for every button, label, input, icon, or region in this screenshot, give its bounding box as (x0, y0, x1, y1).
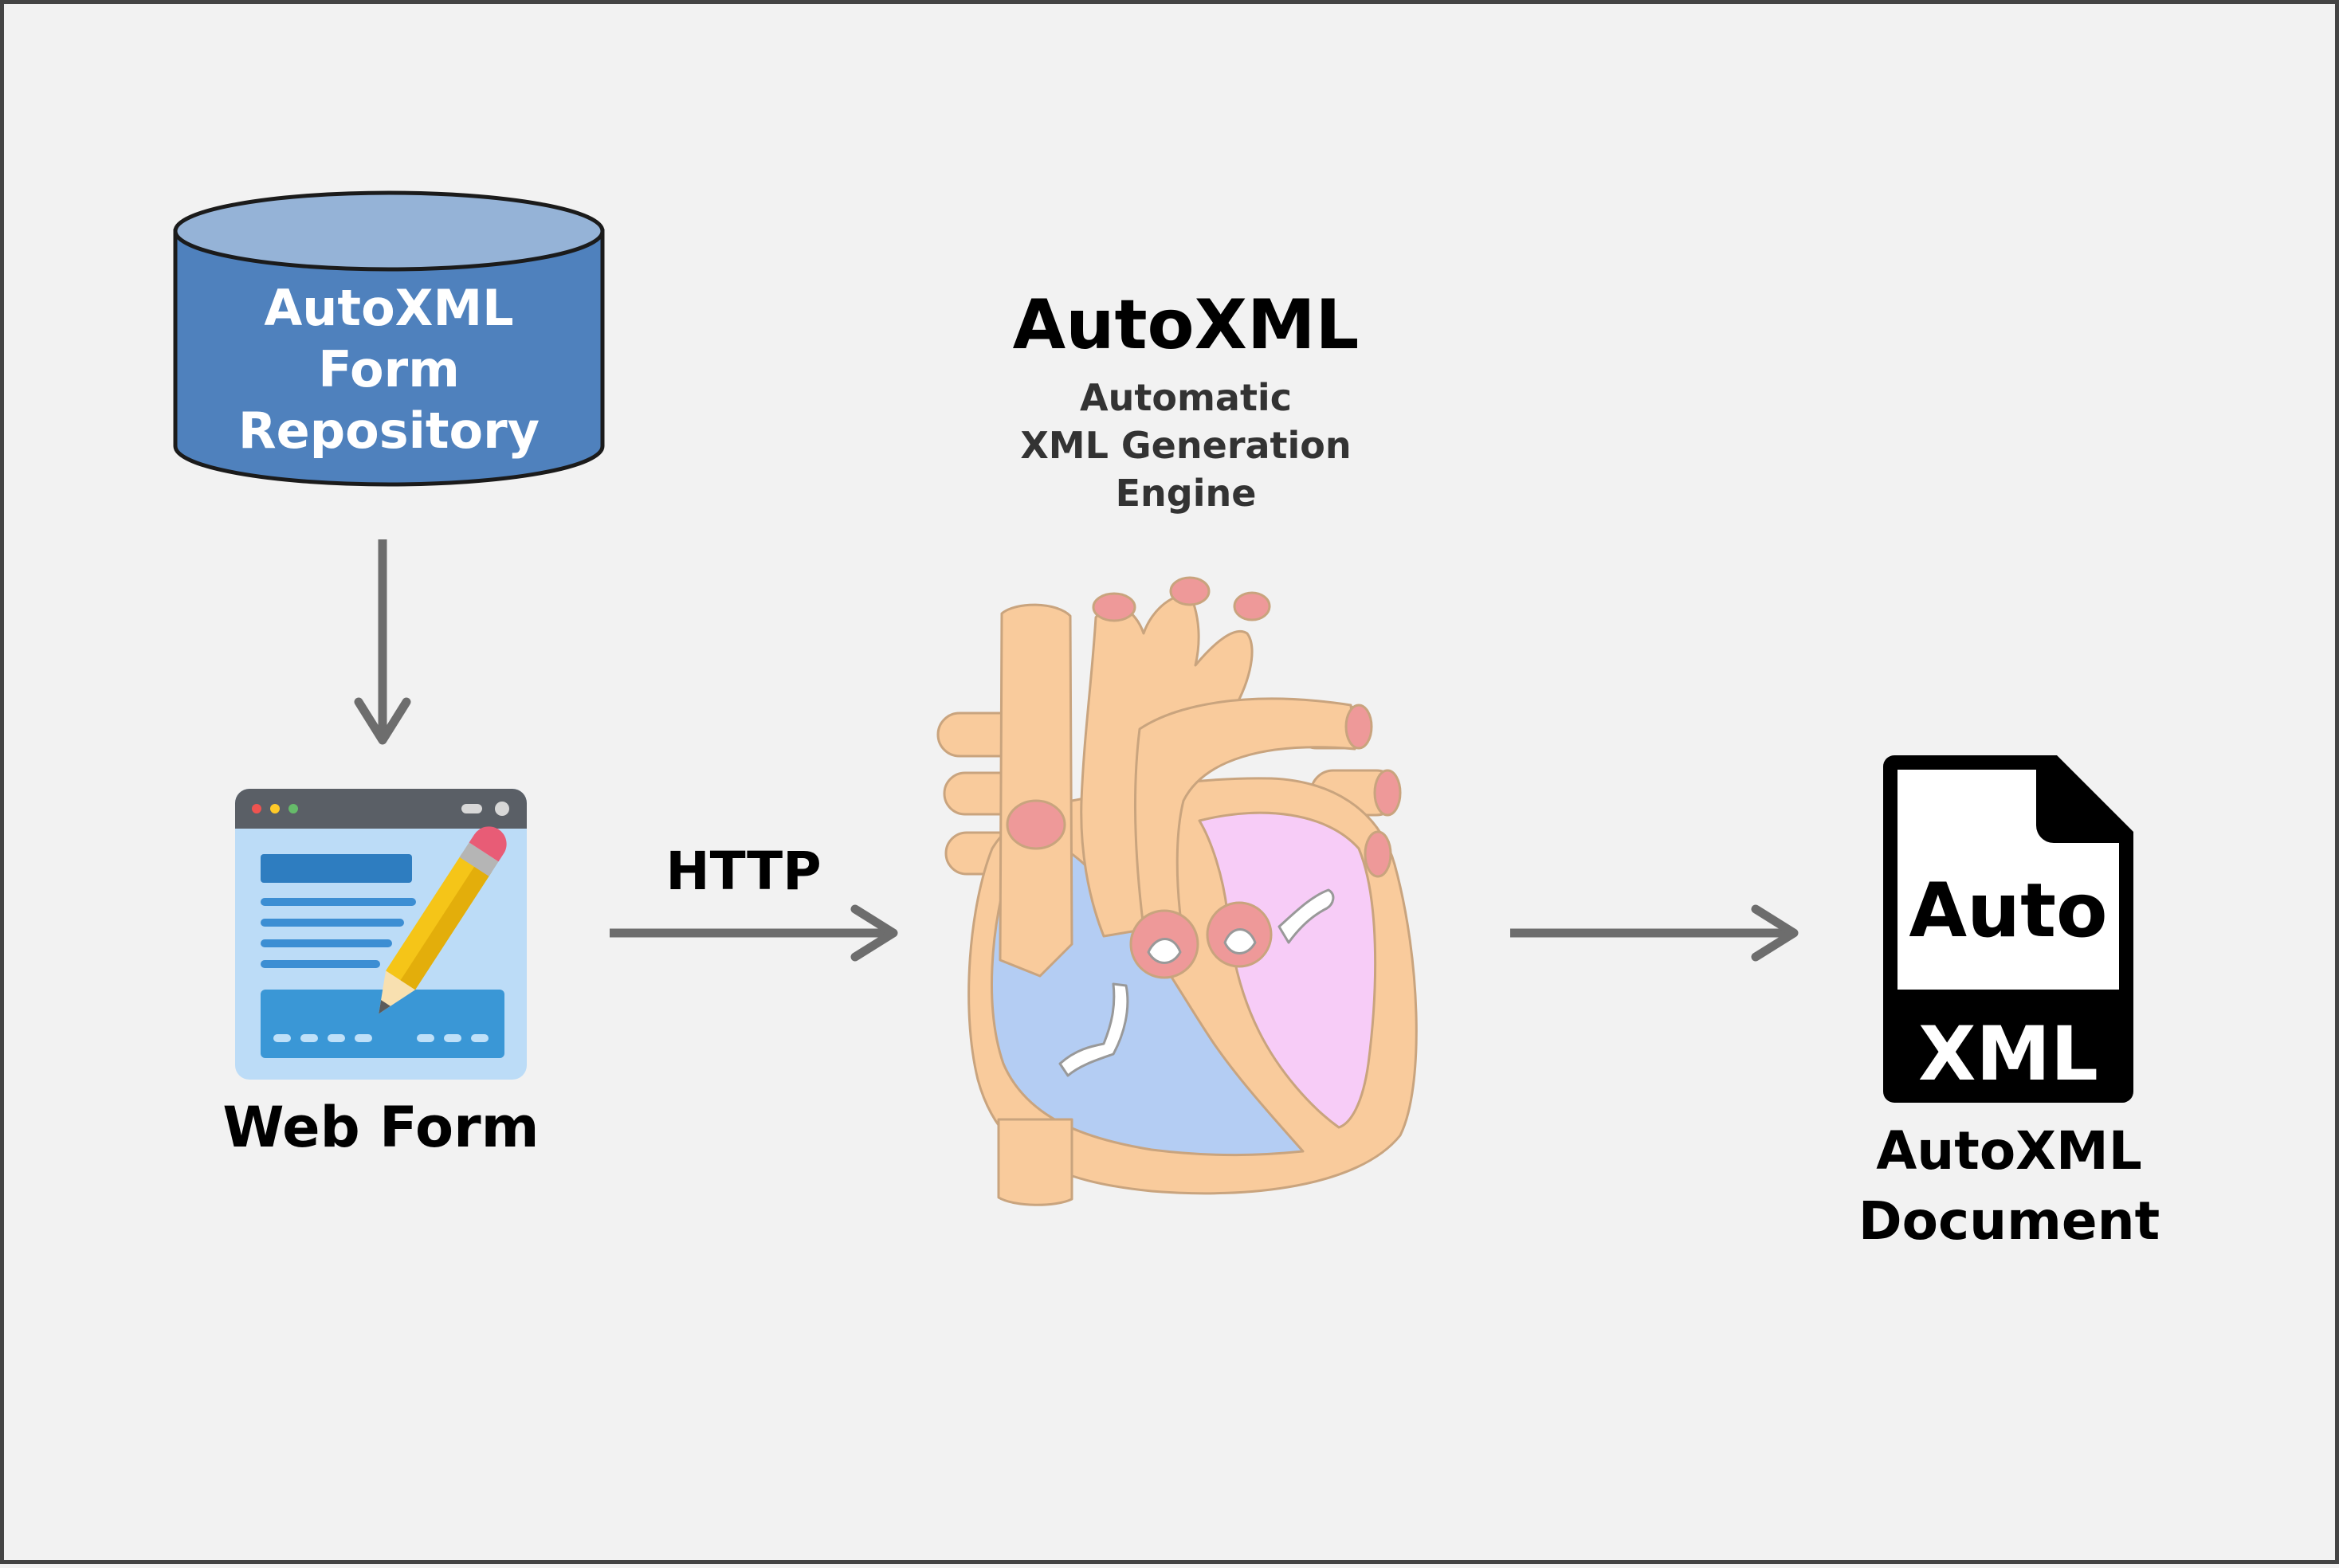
engine-subtitle-line3: Engine (1116, 472, 1257, 515)
arrow-repository-to-form (354, 539, 411, 745)
web-form-label: Web Form (222, 1095, 539, 1160)
arrow-form-to-engine (610, 904, 898, 962)
document-label-line2: Document (1858, 1190, 2160, 1252)
arrow-engine-to-document (1510, 904, 1799, 962)
web-form-icon (235, 789, 527, 1080)
engine-subtitle-line1: Automatic (1080, 376, 1292, 419)
database-icon (173, 190, 605, 487)
http-label: HTTP (665, 841, 821, 902)
xml-file-icon-bottom-text: XML (1918, 1011, 2098, 1098)
engine-title: AutoXML (1013, 285, 1360, 365)
document-label-line1: AutoXML (1876, 1120, 2142, 1182)
xml-file-icon (1883, 755, 2133, 1103)
repository-label-line2: Form (318, 340, 460, 398)
repository-label-line3: Repository (238, 402, 540, 460)
xml-file-icon-top-text: Auto (1909, 868, 2107, 955)
diagram-svg: AutoXML Form Repository Web (173, 190, 2160, 1252)
heart-engine-icon (936, 576, 1418, 1206)
engine-subtitle-line2: XML Generation (1020, 424, 1351, 467)
pencil-icon (379, 826, 507, 1014)
repository-label-line1: AutoXML (264, 279, 513, 337)
